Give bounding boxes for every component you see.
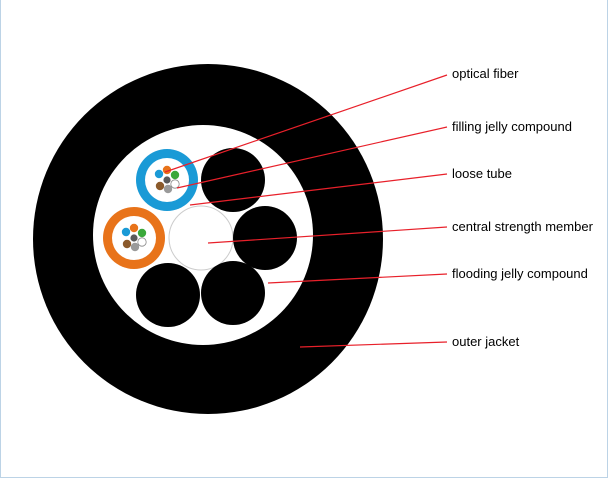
leader-line-central-member xyxy=(207,226,448,244)
label-flooding-jelly-compound: flooding jelly compound xyxy=(452,266,588,281)
filler-element xyxy=(136,263,200,327)
loose-tube-blue xyxy=(136,149,198,211)
leader-line-outer-jacket xyxy=(299,341,448,348)
leader-line-loose-tube xyxy=(189,173,448,206)
label-outer-jacket: outer jacket xyxy=(452,334,520,349)
fiber-bundle-icon xyxy=(154,165,180,194)
label-loose-tube: loose tube xyxy=(452,166,512,181)
filler-element xyxy=(201,261,265,325)
label-central-strength-member: central strength member xyxy=(452,219,594,234)
filler-element xyxy=(201,148,265,212)
central-strength-member xyxy=(168,205,234,271)
label-filling-jelly-compound: filling jelly compound xyxy=(452,119,572,134)
leader-line-optical-fiber xyxy=(164,74,448,173)
leader-line-filling-jelly xyxy=(176,126,448,189)
filler-element xyxy=(233,206,297,270)
label-optical-fiber: optical fiber xyxy=(452,66,519,81)
leader-line-flooding-jelly xyxy=(267,273,448,284)
fiber-bundle-icon xyxy=(121,223,147,252)
loose-tube-orange xyxy=(103,207,165,269)
